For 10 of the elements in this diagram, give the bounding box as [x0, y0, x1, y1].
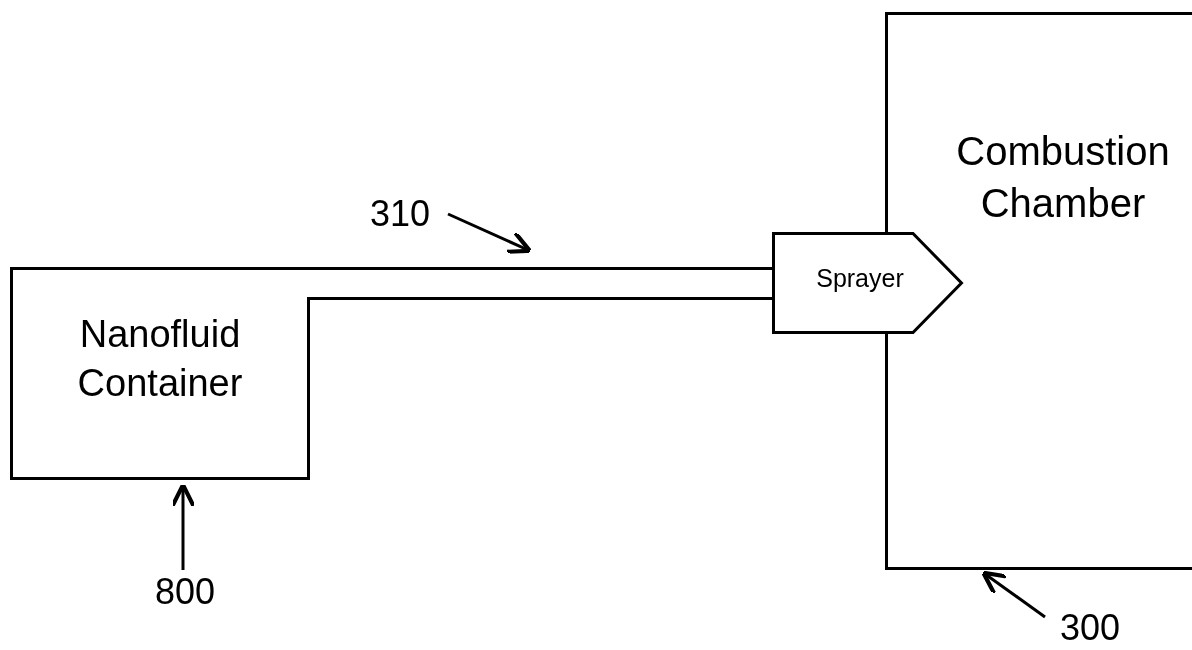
leader-line [447, 212, 532, 254]
node-label: Nanofluid Container [76, 312, 244, 407]
leader-line [170, 482, 196, 570]
callout-number: 800 [153, 570, 217, 614]
node-label: Combustion Chamber [955, 128, 1171, 227]
container-box [10, 267, 310, 480]
callout-number: 310 [368, 192, 432, 236]
pipe [307, 267, 772, 300]
callout-number: 300 [1058, 606, 1122, 650]
leader-line [981, 570, 1046, 619]
